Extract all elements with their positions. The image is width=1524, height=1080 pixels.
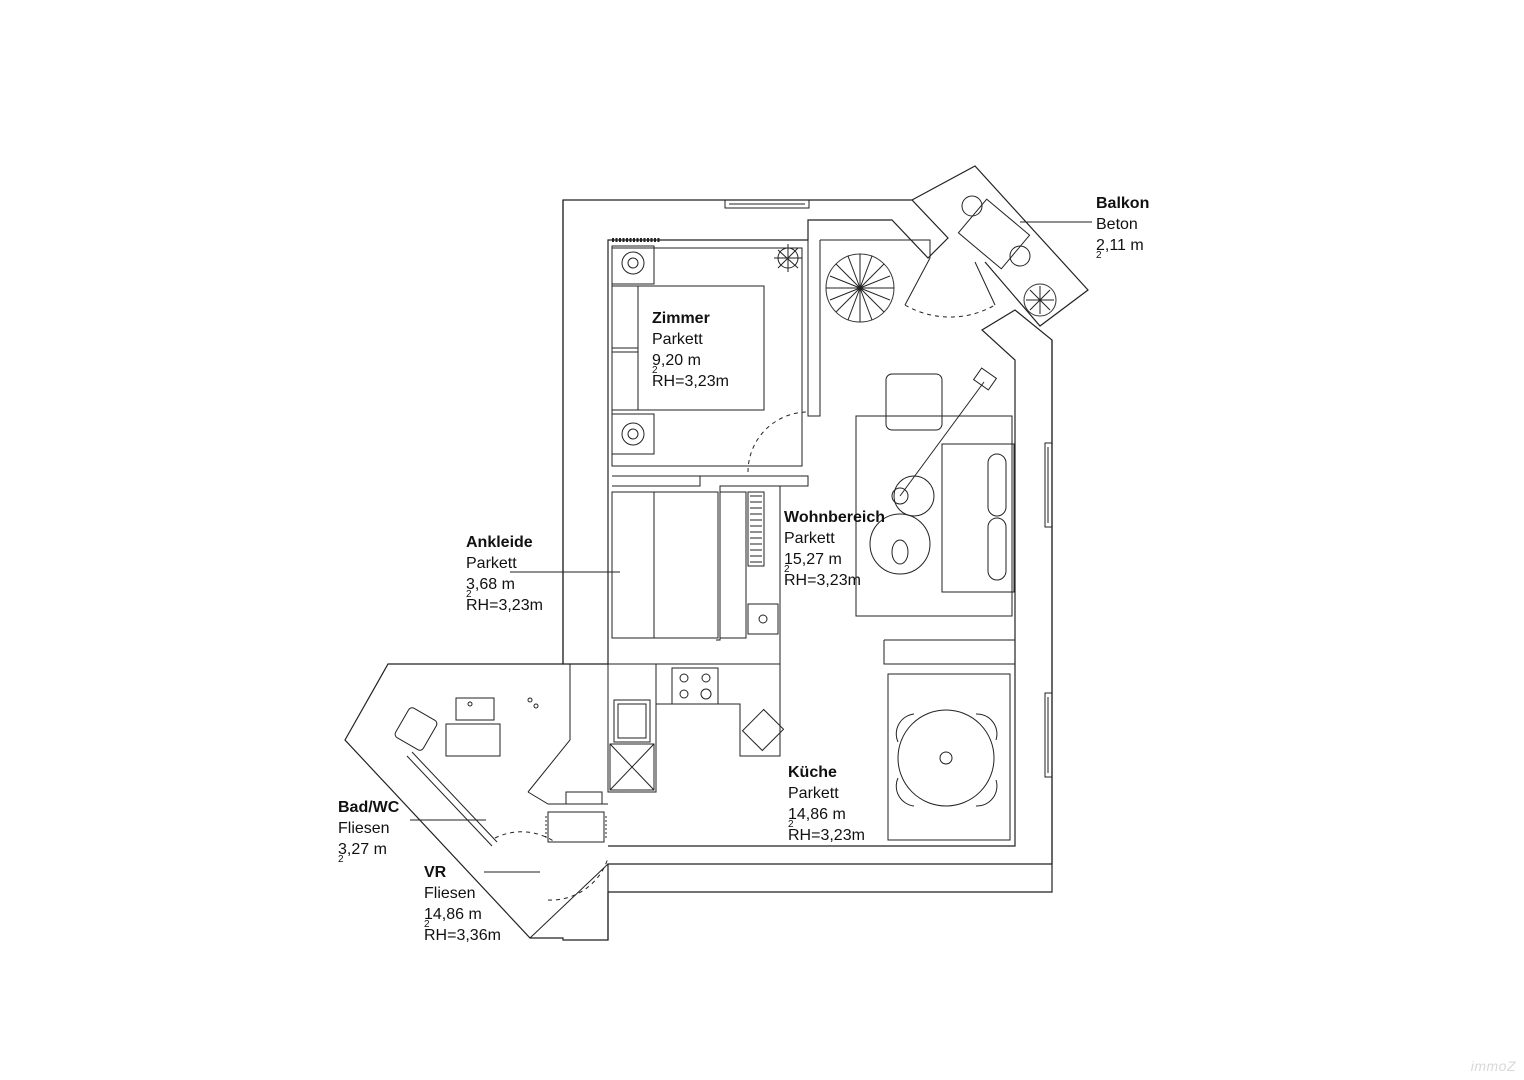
room-floor: Parkett <box>652 331 703 348</box>
room-floor: Fliesen <box>338 820 390 837</box>
room-name: VR <box>424 864 447 881</box>
balcony-furniture <box>957 195 1057 317</box>
wardrobe <box>611 491 779 639</box>
room-height: RH=3,36m <box>424 927 501 944</box>
room-floor: Beton <box>1096 216 1138 233</box>
room-height: RH=3,23m <box>466 597 543 614</box>
windows <box>406 199 1053 847</box>
room-name: Wohnbereich <box>784 509 886 526</box>
living-furniture <box>855 367 1015 617</box>
outer-walls <box>344 165 1089 941</box>
room-floor: Parkett <box>466 555 517 572</box>
door-leaves <box>904 257 996 306</box>
kitchen-counter <box>609 664 785 791</box>
watermark: immoZ <box>1470 1058 1516 1074</box>
dining-table <box>887 673 1011 841</box>
entrance-mat <box>545 791 607 843</box>
leader-lines <box>410 221 1092 873</box>
large-plant-icon <box>825 253 895 323</box>
room-name: Küche <box>788 764 837 781</box>
room-height: RH=3,23m <box>652 373 729 390</box>
doors <box>494 304 996 901</box>
room-floor: Parkett <box>784 530 835 547</box>
interior-walls <box>527 239 1015 939</box>
room-floor: Fliesen <box>424 885 476 902</box>
zimmer-furniture <box>611 238 803 467</box>
room-floor: Parkett <box>788 785 839 802</box>
room-name: Balkon <box>1096 195 1150 212</box>
room-name: Ankleide <box>466 534 533 551</box>
room-height: RH=3,23m <box>784 572 861 589</box>
bathroom-fixtures <box>394 697 539 757</box>
bookshelf <box>747 491 765 567</box>
room-name: Zimmer <box>652 310 710 327</box>
plant-icon <box>774 244 802 272</box>
room-name: Bad/WC <box>338 799 400 816</box>
room-height: RH=3,23m <box>788 827 865 844</box>
